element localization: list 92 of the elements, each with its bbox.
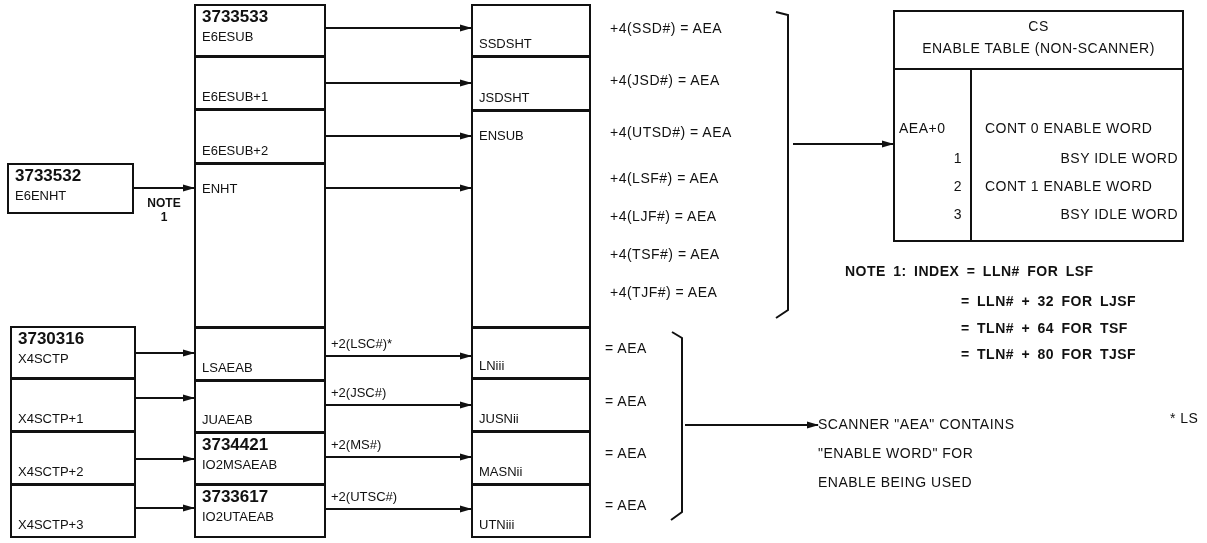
block-label: ENHT xyxy=(202,181,238,196)
memory-block xyxy=(194,380,326,433)
memory-block xyxy=(471,431,591,485)
block-label: JUAEAB xyxy=(202,412,253,427)
block-label: JUSNii xyxy=(479,411,519,426)
arrow xyxy=(133,184,195,192)
block-label: ENSUB xyxy=(479,128,524,143)
table-cell: CONT 0 ENABLE WORD xyxy=(985,120,1153,136)
edge-label: +2(MS#) xyxy=(330,437,383,452)
sum-expression: +4(TSF#) = AEA xyxy=(610,246,720,262)
address-number: 3733617 xyxy=(202,487,269,507)
address-number: 3733532 xyxy=(15,166,82,186)
block-label: MASNii xyxy=(479,464,523,479)
sum-expression: = AEA xyxy=(605,445,647,461)
address-number: 3734421 xyxy=(202,435,269,455)
arrow xyxy=(684,421,819,429)
table-cell: AEA+0 xyxy=(899,120,946,136)
note-text: = TLN# + 64 FOR TSF xyxy=(961,320,1128,336)
memory-block xyxy=(10,378,136,432)
block-label: IO2UTAEAB xyxy=(202,509,274,524)
memory-block xyxy=(194,56,326,110)
arrow xyxy=(135,455,195,463)
table-cell: BSY IDLE WORD xyxy=(1060,206,1178,222)
block-label: E6ENHT xyxy=(15,188,67,203)
block-label: X4SCTP+2 xyxy=(18,464,84,479)
table-heading: CS xyxy=(1027,18,1050,34)
edge-label: +2(UTSC#) xyxy=(330,489,399,504)
table-cell: 3 xyxy=(953,206,962,222)
arrow xyxy=(325,184,472,192)
arrow xyxy=(325,24,472,32)
sum-expression: = AEA xyxy=(605,393,647,409)
block-label: SSDSHT xyxy=(479,36,532,51)
arrow xyxy=(792,140,894,148)
memory-block xyxy=(471,484,591,538)
sum-expression: +4(TJF#) = AEA xyxy=(610,284,718,300)
arrow xyxy=(135,349,195,357)
arrow xyxy=(135,504,195,512)
memory-block xyxy=(194,4,326,57)
block-label: UTNiii xyxy=(479,517,515,532)
table-frame xyxy=(893,10,1184,242)
footnote-text: * LS xyxy=(1170,410,1199,426)
table-heading: ENABLE TABLE (NON-SCANNER) xyxy=(921,40,1156,56)
memory-block xyxy=(10,484,136,538)
arrow xyxy=(325,132,472,140)
memory-block xyxy=(194,163,326,328)
address-number: 3733533 xyxy=(202,7,269,27)
sum-expression: +4(JSD#) = AEA xyxy=(610,72,720,88)
memory-block xyxy=(10,326,136,379)
sum-expression: +4(SSD#) = AEA xyxy=(610,20,723,36)
memory-block xyxy=(194,109,326,164)
memory-block xyxy=(471,56,591,111)
memory-block xyxy=(194,327,326,381)
table-cell: BSY IDLE WORD xyxy=(1060,150,1178,166)
table-cell: CONT 1 ENABLE WORD xyxy=(985,178,1153,194)
memory-block xyxy=(7,163,134,214)
memory-block xyxy=(10,431,136,485)
block-label: LNiii xyxy=(479,358,505,373)
table-cell: 2 xyxy=(953,178,962,194)
arrow xyxy=(325,79,472,87)
block-label: E6ESUB+2 xyxy=(202,143,269,158)
arrow xyxy=(325,401,472,409)
memory-block xyxy=(471,4,591,57)
note-text: = TLN# + 80 FOR TJSF xyxy=(961,346,1137,362)
sum-expression: +4(LJF#) = AEA xyxy=(610,208,717,224)
memory-block xyxy=(471,110,591,328)
block-label: E6ESUB xyxy=(202,29,254,44)
note-text: SCANNER "AEA" CONTAINS "ENABLE WORD" FOR ENABLE BEING USED xyxy=(818,410,1023,500)
block-label: IO2MSAEAB xyxy=(202,457,278,472)
sum-expression: +4(UTSD#) = AEA xyxy=(610,124,732,140)
arrow xyxy=(135,394,195,402)
arrow xyxy=(325,453,472,461)
block-label: X4SCTP+1 xyxy=(18,411,84,426)
block-label: LSAEAB xyxy=(202,360,253,375)
note-text: = LLN# + 32 FOR LJSF xyxy=(961,293,1137,309)
memory-block xyxy=(194,484,326,538)
block-label: JSDSHT xyxy=(479,90,530,105)
memory-block xyxy=(471,378,591,432)
block-label: E6ESUB+1 xyxy=(202,89,269,104)
sum-expression: = AEA xyxy=(605,340,647,356)
block-label: X4SCTP+3 xyxy=(18,517,84,532)
edge-label: +2(JSC#) xyxy=(330,385,388,400)
sum-expression: +4(LSF#) = AEA xyxy=(610,170,719,186)
note-text: NOTE 1: INDEX = LLN# FOR LSF xyxy=(845,263,1094,279)
memory-block xyxy=(194,432,326,485)
sum-expression: = AEA xyxy=(605,497,647,513)
table-cell: 1 xyxy=(953,150,962,166)
address-number: 3730316 xyxy=(18,329,85,349)
memory-block xyxy=(471,327,591,379)
block-label: X4SCTP xyxy=(18,351,69,366)
arrow xyxy=(325,352,472,360)
arrow xyxy=(325,505,472,513)
edge-label: +2(LSC#)* xyxy=(330,336,394,351)
